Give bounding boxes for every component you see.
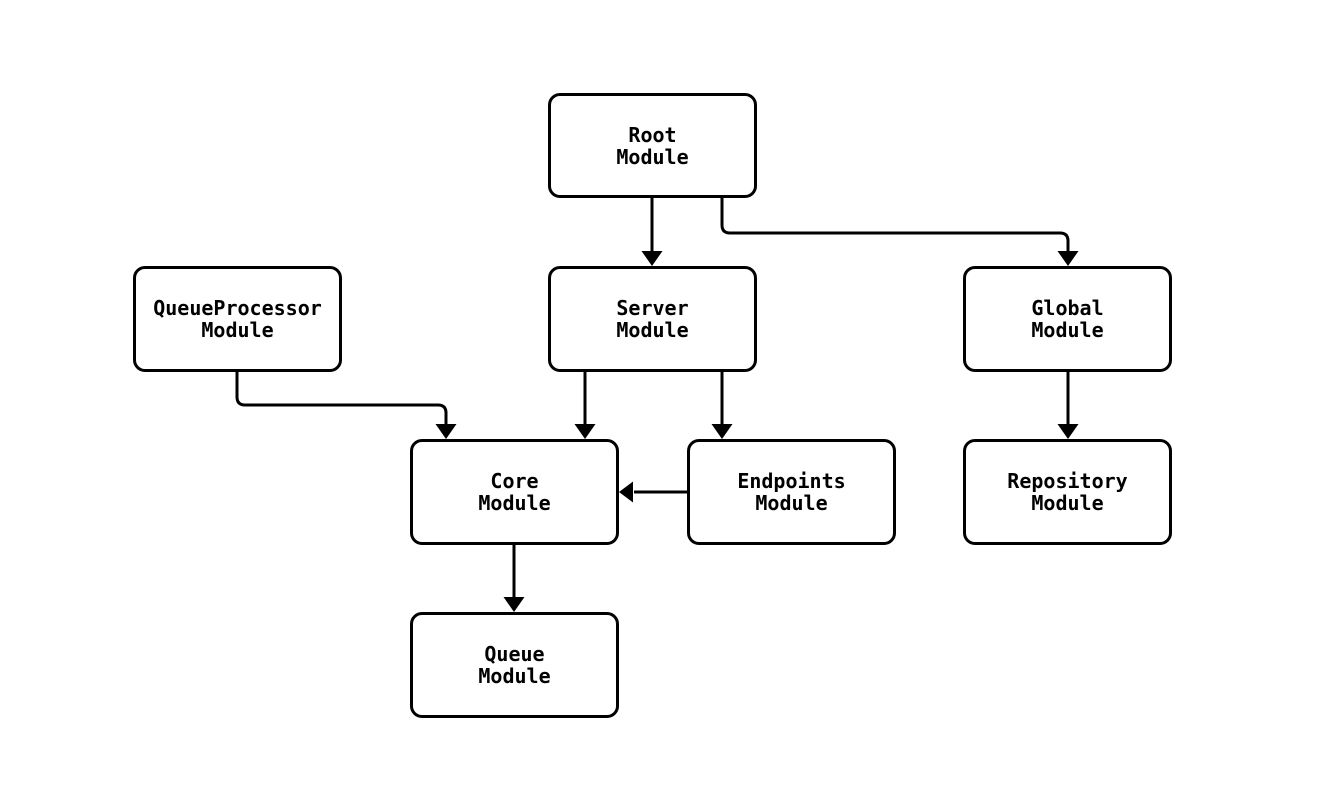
- edge-root-to-global: [720, 198, 1070, 252]
- node-label-line: Module: [616, 318, 689, 342]
- node-core-module: Core Module: [410, 439, 619, 545]
- node-label-line: Module: [1031, 491, 1104, 515]
- node-server-module: Server Module: [548, 266, 757, 372]
- node-label-line: Module: [478, 664, 551, 688]
- node-label-line: Core: [490, 469, 539, 493]
- arrowhead-root-to-server: [641, 251, 663, 266]
- node-label-line: Module: [616, 144, 689, 169]
- edge-queueprocessor-to-core: [235, 372, 448, 425]
- node-label-line: Server: [616, 296, 689, 320]
- node-queueprocessor-module: QueueProcessor Module: [133, 266, 342, 372]
- node-label-line: Root: [628, 122, 677, 147]
- node-label-line: Queue: [484, 642, 545, 666]
- arrowhead-endpoints-to-core: [619, 481, 633, 503]
- arrowhead-core-to-queue: [503, 597, 525, 612]
- node-label-line: Module: [478, 491, 551, 515]
- node-endpoints-module: Endpoints Module: [687, 439, 896, 545]
- node-repository-module: Repository Module: [963, 439, 1172, 545]
- arrowhead-server-to-endpoints: [711, 424, 733, 439]
- node-label-line: Module: [755, 491, 828, 515]
- node-label-line: QueueProcessor: [153, 296, 322, 320]
- node-root-module: Root Module: [548, 93, 757, 198]
- arrowhead-root-to-global: [1057, 251, 1079, 266]
- node-label-line: Global: [1031, 296, 1104, 320]
- node-label-line: Module: [1031, 318, 1104, 342]
- node-global-module: Global Module: [963, 266, 1172, 372]
- node-label-line: Module: [201, 318, 274, 342]
- arrowhead-server-to-core: [574, 424, 596, 439]
- arrowhead-global-to-repository: [1057, 424, 1079, 439]
- node-label-line: Repository: [1007, 469, 1128, 493]
- node-queue-module: Queue Module: [410, 612, 619, 718]
- arrowhead-queueprocessor-to-core: [435, 424, 457, 439]
- node-label-line: Endpoints: [737, 469, 846, 493]
